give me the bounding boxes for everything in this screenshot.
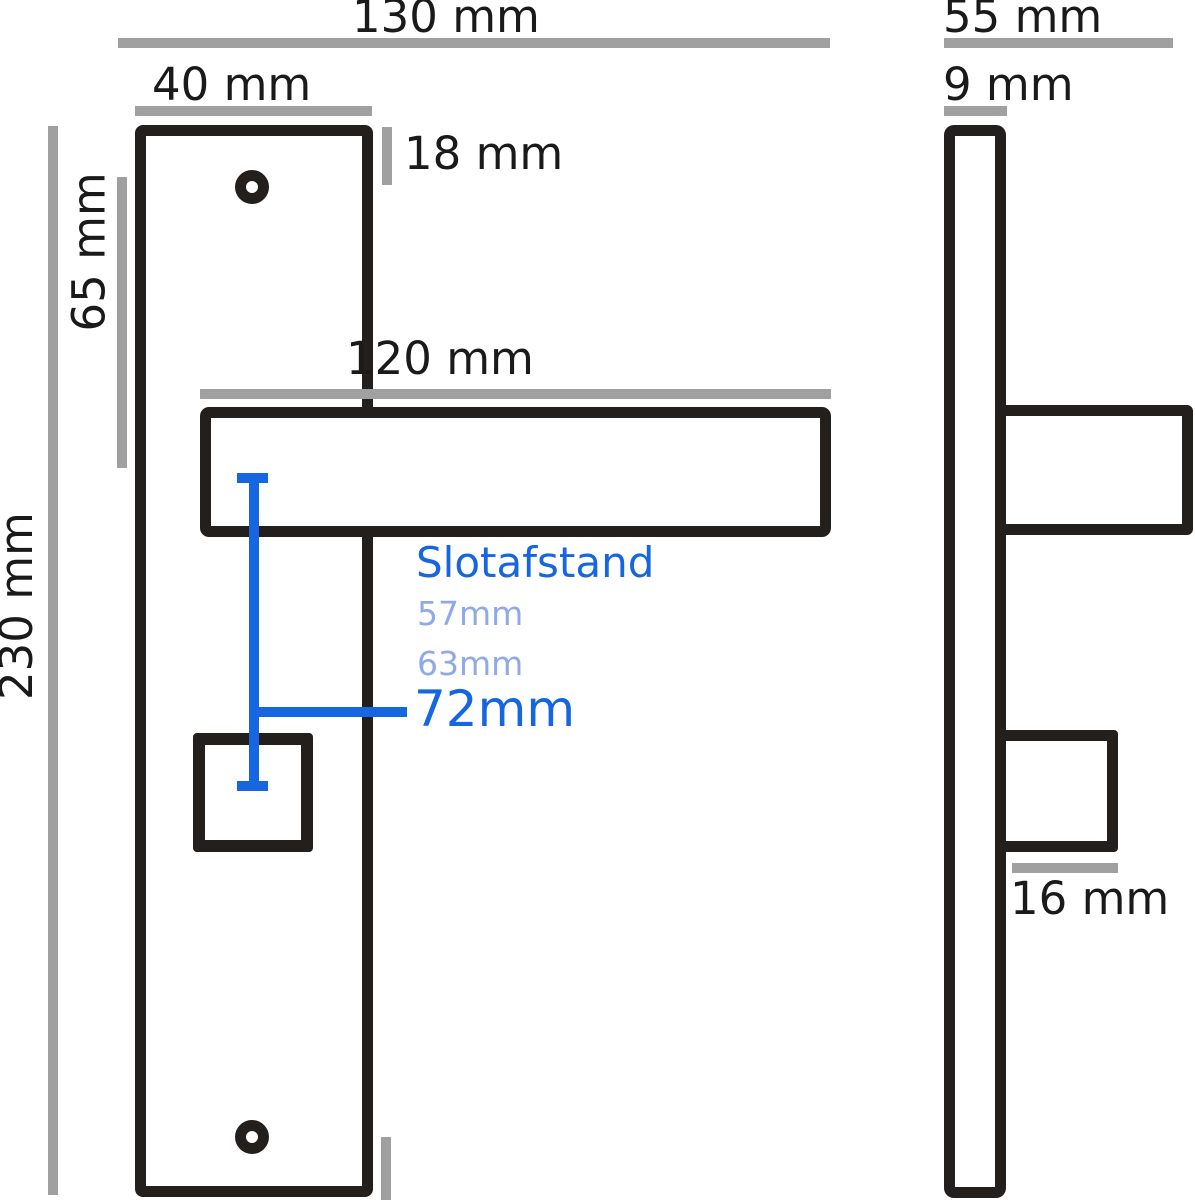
dim-label-screw-offset: 18 mm (404, 127, 564, 180)
dim-line-bottom-screw-offset (381, 1137, 391, 1200)
dim-line-plate-height (48, 126, 58, 1195)
slotafstand-vertical-line (249, 473, 259, 791)
dim-label-plate-height: 230 mm (0, 512, 43, 700)
slotafstand-option-57: 57mm (417, 594, 524, 633)
cylinder-side (995, 730, 1118, 852)
dim-line-total-width (118, 38, 830, 48)
dim-line-total-depth (944, 38, 1173, 48)
dim-label-total-depth: 55 mm (943, 0, 1103, 43)
dim-label-cylinder-depth: 16 mm (1010, 872, 1170, 925)
dim-line-plate-thickness (944, 106, 1007, 116)
dim-line-cylinder-depth (1012, 863, 1118, 873)
slotafstand-option-72: 72mm (414, 680, 576, 738)
dim-label-plate-thickness: 9 mm (943, 58, 1074, 111)
dim-line-handle-length (200, 389, 831, 399)
slotafstand-cap-bottom (237, 781, 268, 791)
dim-label-plate-width: 40 mm (152, 58, 312, 111)
dim-label-total-width: 130 mm (352, 0, 540, 43)
dim-label-handle-length: 120 mm (346, 332, 534, 385)
backplate-side (944, 125, 1006, 1198)
screw-hole-top (235, 170, 269, 204)
dim-line-plate-width (135, 106, 372, 116)
dim-line-screw-offset (382, 127, 392, 185)
dim-label-handle-center: 65 mm (62, 172, 116, 332)
slotafstand-title: Slotafstand (416, 538, 655, 587)
slotafstand-option-63: 63mm (417, 644, 524, 683)
dim-line-handle-center (117, 177, 127, 468)
handle-front (200, 407, 831, 537)
slotafstand-leader-line (252, 707, 407, 717)
handle-side (995, 405, 1193, 535)
screw-hole-bottom (235, 1120, 269, 1154)
